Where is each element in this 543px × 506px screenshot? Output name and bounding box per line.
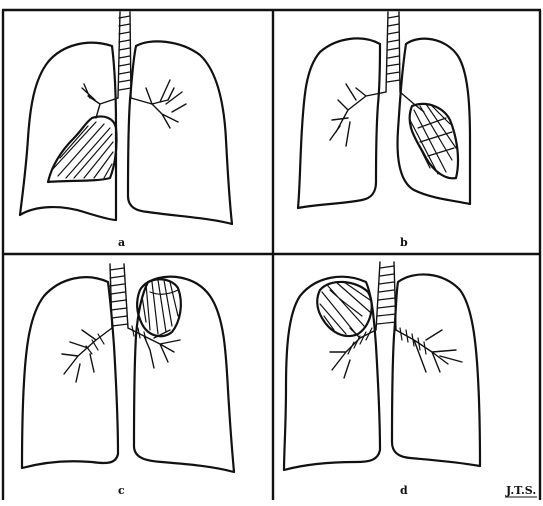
left-lung-outline <box>298 38 380 208</box>
trachea <box>110 264 128 328</box>
panel-label: b <box>400 236 408 249</box>
panel-a: a <box>20 12 232 249</box>
panel-label: c <box>118 484 125 497</box>
artist-signature: J.T.S. <box>505 484 536 497</box>
figure-frame <box>2 10 541 500</box>
shaded-lesion <box>137 279 181 336</box>
panel-label: a <box>118 236 125 249</box>
shaded-lesion <box>410 104 458 178</box>
trachea <box>118 12 131 98</box>
right-lung-outline <box>398 39 470 204</box>
bronchial-tree <box>82 80 186 128</box>
trachea <box>376 262 396 330</box>
left-lung-outline <box>22 277 118 468</box>
right-lung-outline <box>128 41 232 224</box>
panel-b: b <box>298 12 470 249</box>
bronchial-tree <box>62 326 180 382</box>
left-lung-outline <box>20 43 116 220</box>
shaded-lesion <box>317 282 371 336</box>
panel-d: d <box>284 262 480 497</box>
left-lung-outline <box>284 277 380 470</box>
right-lung-outline <box>134 277 234 472</box>
right-lung-outline <box>392 274 480 466</box>
panel-label: d <box>400 484 408 497</box>
panel-c: c <box>22 264 234 497</box>
trachea <box>386 12 400 92</box>
shaded-lesion <box>48 116 117 182</box>
